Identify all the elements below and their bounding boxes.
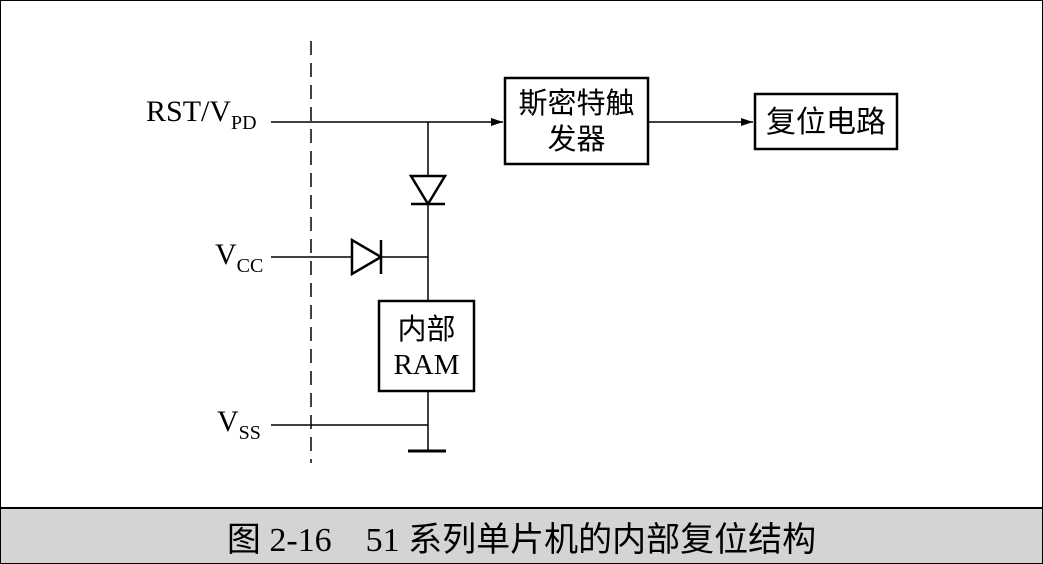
diode-down-icon	[408, 174, 448, 207]
figure-caption-bar: 图 2-16 51 系列单片机的内部复位结构	[1, 507, 1042, 563]
ram-label-line2: RAM	[393, 349, 459, 381]
vcc-pin-main: V	[215, 238, 237, 271]
schmitt-label-line1: 斯密特触	[518, 87, 634, 120]
schmitt-label-line2: 发器	[547, 123, 605, 156]
vss-pin-label: VSS	[217, 405, 261, 444]
rst-pin-main: RST/V	[146, 95, 231, 128]
vcc-pin-sub: CC	[237, 255, 264, 277]
vcc-pin-label: VCC	[215, 238, 263, 277]
rst-pin-label: RST/VPD	[146, 95, 257, 134]
reset-circuit-block	[753, 92, 899, 151]
figure-caption: 图 2-16 51 系列单片机的内部复位结构	[226, 521, 817, 559]
circuit-diagram: 内部 RAM 斯密特触 发器 复位电路 RST/VPD VCC VSS	[1, 1, 1042, 506]
ram-label-line1: 内部	[397, 313, 455, 346]
vss-pin-sub: SS	[239, 422, 261, 444]
schmitt-trigger-block	[503, 76, 650, 166]
circuit-svg: 内部 RAM 斯密特触 发器 复位电路 RST/VPD VCC VSS	[146, 41, 899, 463]
ram-block	[377, 299, 476, 393]
diode-right-icon	[350, 237, 384, 277]
vss-pin-main: V	[217, 405, 239, 438]
rst-pin-sub: PD	[231, 112, 257, 134]
reset-circuit-label: 复位电路	[766, 106, 886, 139]
